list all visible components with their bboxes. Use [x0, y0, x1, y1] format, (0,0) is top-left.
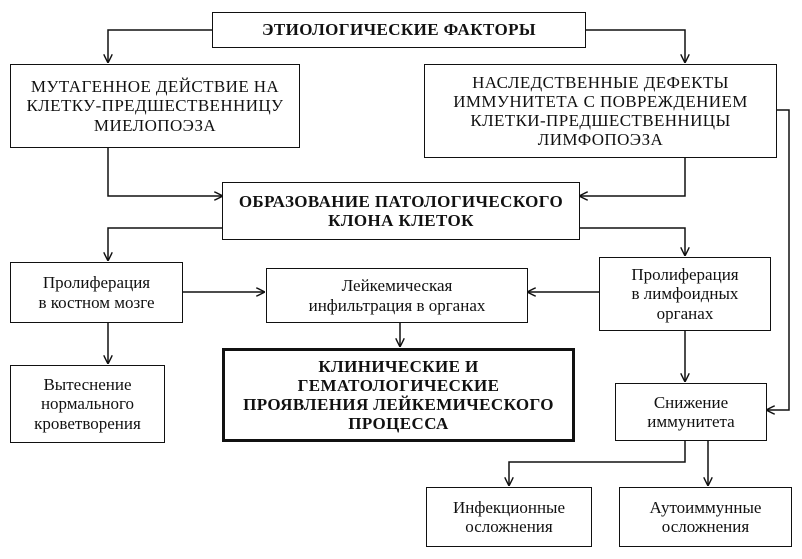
node-proliferation-lymphoid: Пролиферация в лимфоидных органах	[599, 257, 771, 331]
node-autoimmune-complications: Аутоиммунные осложнения	[619, 487, 792, 547]
node-proliferation-bone-marrow: Пролиферация в костном мозге	[10, 262, 183, 323]
node-hereditary-defects: НАСЛЕДСТВЕННЫЕ ДЕФЕКТЫ ИММУНИТЕТА С ПОВР…	[424, 64, 777, 158]
arrow-mutagenic-to-clone	[107, 148, 222, 196]
node-immunity-decrease: Снижение иммунитета	[615, 383, 767, 441]
arrow-etiology-to-hereditary	[586, 29, 685, 62]
arrow-hereditary-to-clone	[580, 158, 686, 196]
node-leukemic-infiltration: Лейкемическая инфильтрация в органах	[266, 268, 528, 323]
arrow-etiology-to-mutagenic	[108, 29, 212, 62]
arrow-clone-to-prolif-bone	[108, 227, 222, 260]
node-displacement-hematopoiesis: Вытеснение нормального кроветворения	[10, 365, 165, 443]
node-clinical-manifestations: КЛИНИЧЕСКИЕ И ГЕМАТОЛОГИЧЕСКИЕ ПРОЯВЛЕНИ…	[222, 348, 575, 442]
arrow-clone-to-prolif-lymph	[580, 227, 685, 255]
arrow-immunity-to-infectious	[509, 441, 686, 485]
node-pathological-clone: ОБРАЗОВАНИЕ ПАТОЛОГИЧЕСКОГО КЛОНА КЛЕТОК	[222, 182, 580, 240]
arrow-hereditary-to-immunity	[767, 109, 790, 410]
node-mutagenic-action: МУТАГЕННОЕ ДЕЙСТВИЕ НА КЛЕТКУ-ПРЕДШЕСТВЕ…	[10, 64, 300, 148]
node-etiological-factors: ЭТИОЛОГИЧЕСКИЕ ФАКТОРЫ	[212, 12, 586, 48]
node-infectious-complications: Инфекционные осложнения	[426, 487, 592, 547]
